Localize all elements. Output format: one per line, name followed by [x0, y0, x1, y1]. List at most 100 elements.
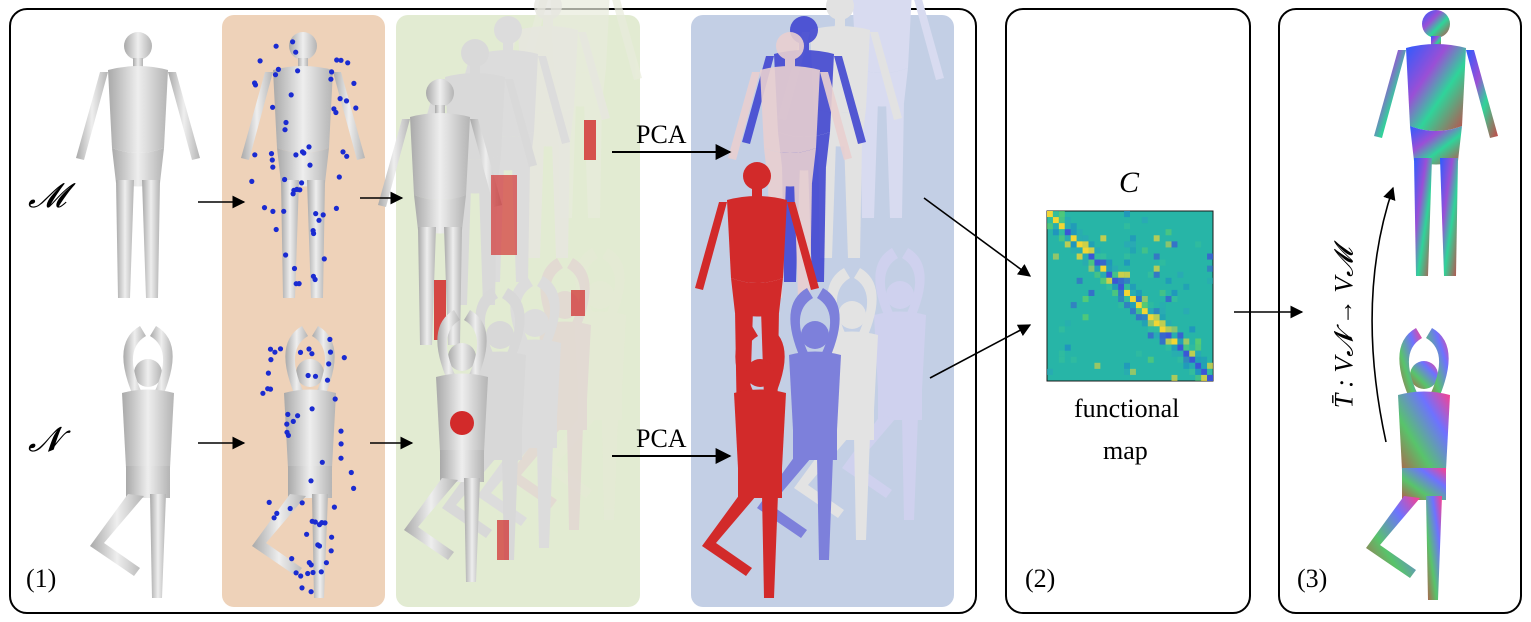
landmark-dot	[290, 191, 296, 197]
matrix-cell	[1159, 332, 1166, 339]
matrix-cell	[1189, 326, 1196, 333]
matrix-cell	[1124, 296, 1130, 303]
matrix-cell	[1177, 271, 1184, 278]
matrix-cell	[1076, 277, 1083, 284]
matrix-cell	[1082, 241, 1089, 248]
matrix-cell	[1106, 283, 1113, 290]
landmark-dot	[271, 515, 277, 521]
matrix-cell	[1165, 241, 1172, 248]
matrix-cell	[1064, 241, 1071, 248]
matrix-cell	[1135, 302, 1142, 309]
landmark-dot	[338, 428, 344, 434]
matrix-cell	[1047, 217, 1053, 224]
landmark-dot	[332, 396, 338, 402]
matrix-cell	[1118, 271, 1125, 278]
landmark-dot	[307, 162, 313, 168]
landmark-dot	[274, 510, 280, 516]
matrix-cell	[1147, 320, 1154, 327]
landmark-dot	[270, 164, 276, 170]
matrix-cell	[1058, 211, 1065, 218]
landmark-dots-n	[260, 336, 357, 595]
matrix-cell	[1052, 229, 1059, 236]
landmark-dot	[284, 429, 290, 435]
panel-1-index: (1)	[26, 564, 57, 593]
matrix-cell	[1141, 308, 1148, 315]
landmark-dot	[309, 406, 315, 412]
landmark-dot	[305, 372, 311, 379]
landmark-dot	[331, 504, 337, 510]
matrix-cell	[1112, 265, 1119, 272]
matrix-cell	[1195, 338, 1202, 345]
landmark-dot	[310, 273, 316, 279]
matrix-cell	[1165, 277, 1172, 284]
matrix-cell	[1088, 289, 1095, 296]
pca-top-label: PCA	[636, 120, 687, 149]
functional-map-label-line1: functional	[1074, 394, 1180, 423]
matrix-cell	[1094, 247, 1101, 254]
matrix-cell	[1153, 308, 1160, 315]
landmark-dot	[306, 346, 312, 352]
matrix-cell	[1189, 344, 1196, 351]
matrix-cell	[1171, 332, 1178, 339]
landmark-dot	[261, 205, 268, 211]
matrix-cell	[1165, 320, 1172, 327]
landmark-dot	[273, 226, 279, 233]
functional-map-label-line2: map	[1103, 436, 1148, 465]
landmark-dot	[299, 149, 306, 155]
landmark-dot	[309, 351, 315, 357]
matrix-cell	[1088, 265, 1095, 272]
landmark-dot	[282, 176, 288, 183]
matrix-cell	[1195, 344, 1202, 351]
landmark-dot	[316, 217, 322, 223]
matrix-cell	[1082, 247, 1089, 254]
landmark-dot	[324, 377, 331, 383]
matrix-cell	[1082, 235, 1089, 242]
matrix-cell	[1195, 362, 1202, 369]
matrix-cell	[1159, 326, 1166, 333]
matrix-cell	[1165, 296, 1172, 303]
landmark-dot	[249, 178, 255, 184]
landmark-dot	[338, 455, 344, 461]
matrix-cell	[1052, 211, 1059, 218]
transfer-formula: T̄ : V𝓝 → V𝓜	[1329, 247, 1359, 409]
matrix-cell	[1207, 374, 1213, 381]
matrix-cell	[1153, 320, 1160, 327]
matrix-cell	[1130, 289, 1136, 296]
landmark-dot	[340, 149, 346, 155]
matrix-cell	[1124, 271, 1130, 278]
landmark-dot	[343, 98, 350, 104]
matrix-cell	[1147, 356, 1154, 363]
matrix-cell	[1106, 259, 1113, 266]
matrix-cell	[1135, 296, 1142, 303]
matrix-cell	[1183, 356, 1190, 363]
matrix-cell	[1141, 314, 1148, 321]
matrix-cell	[1076, 229, 1083, 236]
matrix-cell	[1183, 350, 1190, 357]
matrix-cell	[1147, 302, 1154, 309]
matrix-cell	[1124, 241, 1130, 248]
landmark-dot	[345, 60, 351, 66]
landmark-dot	[321, 256, 327, 262]
landmark-dot	[344, 153, 350, 159]
matrix-cell	[1058, 350, 1065, 357]
matrix-cell	[1171, 374, 1178, 381]
landmark-dot	[291, 265, 298, 272]
matrix-cell	[1088, 253, 1095, 260]
matrix-cell	[1118, 283, 1125, 290]
matrix-cell	[1183, 362, 1190, 369]
matrix-cell	[1207, 277, 1213, 284]
matrix-cell	[1112, 271, 1119, 278]
matrix-cell	[1207, 362, 1213, 369]
matrix-cell	[1153, 326, 1160, 333]
landmark-dot	[293, 49, 299, 55]
matrix-cell	[1124, 223, 1130, 230]
matrix-cell	[1124, 253, 1130, 260]
matrix-cell	[1118, 302, 1125, 309]
matrix-cell	[1094, 253, 1101, 260]
matrix-cell	[1124, 362, 1130, 369]
landmark-dot	[348, 469, 354, 476]
matrix-cell	[1135, 314, 1142, 321]
landmark-dot	[290, 418, 296, 424]
matrix-cell	[1064, 223, 1071, 230]
matrix-cell	[1076, 253, 1083, 260]
